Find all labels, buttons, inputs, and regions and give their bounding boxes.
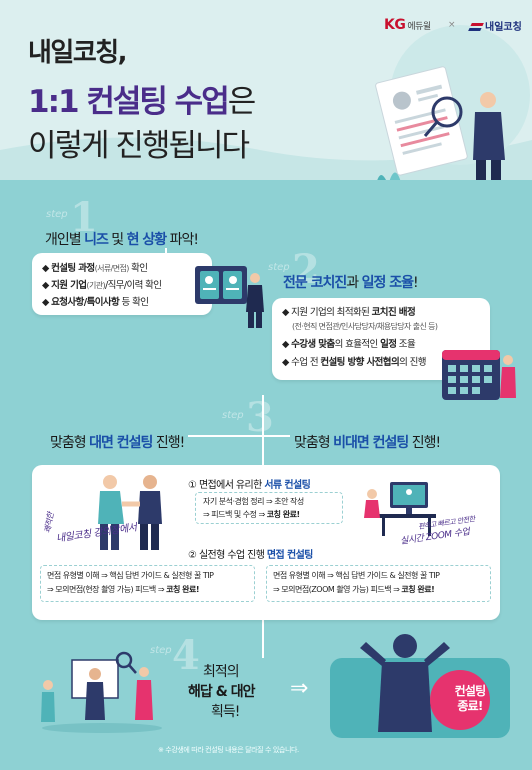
step1-item-1: ◆ 컨설팅 과정(서류/면접) 확인 [42, 263, 148, 274]
step1-label: step [46, 209, 68, 220]
step4-line-1: 최적의 [203, 664, 240, 680]
handshake-illustration [98, 475, 162, 550]
step3-right-heading: 맞춤형 비대면 컨설팅 진행! [290, 432, 445, 452]
step3-number: 3 [246, 394, 274, 441]
profile-board-illustration [195, 266, 264, 328]
step4-line-2: 해답 & 대안 [188, 684, 255, 700]
document-consulting-row-2: ⇒ 피드백 및 수정 ⇒ 코칭 완료! [203, 510, 300, 519]
online-lesson-illustration [364, 482, 436, 536]
interview-offline-row-2: ⇒ 모의면접(현장 촬영 가능) 피드백 ⇒ 코칭 완료! [47, 585, 199, 594]
resume-review-illustration [375, 66, 505, 194]
step4-line-3: 획득! [211, 704, 240, 720]
step2-item-2: ◆ 수강생 맞춤의 효율적인 일정 조율 [282, 339, 416, 350]
step1-box [32, 253, 212, 315]
done-line-1: 컨설팅 [454, 684, 487, 698]
step1-item-3: ◆ 요청사항/특이사항 등 확인 [42, 297, 149, 308]
logo-separator: × [448, 20, 456, 30]
document-consulting-title: ① 면접에서 유리한 서류 컨설팅 [188, 480, 311, 491]
step1-item-2: ◆ 지원 기업(기관)/직무/이력 확인 [42, 280, 162, 291]
meeting-crowd-illustration [41, 651, 162, 733]
finish-illustration [330, 634, 510, 738]
interview-consulting-title: ② 실전형 수업 진행 면접 컨설팅 [188, 550, 313, 561]
step2-number: 2 [292, 246, 320, 293]
calendar-illustration [442, 350, 516, 400]
step2-item-1: ◆ 지원 기업의 최적화된 코치진 배정 [282, 307, 416, 318]
step2-label: step [268, 262, 290, 273]
step4-label: step [150, 645, 172, 656]
consulting-done-badge: 컨설팅 종료! [440, 684, 500, 714]
title-line-2: 1:1 컨설팅 수업은 [28, 84, 256, 120]
done-line-2: 종료! [457, 699, 483, 713]
document-consulting-steps [195, 492, 343, 524]
connector-line [262, 618, 264, 658]
interview-online-steps [266, 565, 491, 602]
title-line-3: 이렇게 진행됩니다 [28, 128, 250, 164]
step4-number: 4 [172, 632, 200, 679]
interview-online-row-1: 면접 유형별 이해 ⇒ 핵심 답변 가이드 & 실전형 꿀 TIP [273, 571, 440, 580]
connector-line [95, 435, 425, 437]
naeil-coaching-logo: 내일코칭 [468, 18, 522, 33]
step1-heading: 개인별 니즈 및 현 상황 파악! [45, 232, 199, 248]
footnote: ※ 수강생에 따라 컨설팅 내용은 달라질 수 있습니다. [158, 746, 299, 754]
naeil-logo-icon [468, 23, 484, 31]
connector-line [262, 395, 264, 465]
interview-online-row-2: ⇒ 모의면접(ZOOM 촬영 가능) 피드백 ⇒ 코칭 완료! [273, 585, 435, 594]
document-consulting-row-1: 자기 분석·경험 정리 ⇒ 초안 작성 [203, 497, 304, 506]
step2-item-3: ◆ 수업 전 컨설팅 방향 사전협의의 진행 [282, 357, 427, 368]
step1-number: 1 [70, 194, 98, 241]
step3-left-heading: 맞춤형 대면 컨설팅 진행! [46, 432, 189, 452]
title-line-1: 내일코칭, [28, 38, 128, 68]
step3-label: step [222, 410, 244, 421]
step4-arrow: ⇒ [290, 676, 309, 701]
interview-offline-row-1: 면접 유형별 이해 ⇒ 핵심 답변 가이드 & 실전형 꿀 TIP [47, 571, 214, 580]
step2-heading: 전문 코치진과 일정 조율! [283, 275, 419, 291]
interview-offline-steps [40, 565, 255, 602]
step2-item-1-sub: (전·현직 면접관/인사담당자/채용담당자 출신 등) [292, 322, 438, 331]
